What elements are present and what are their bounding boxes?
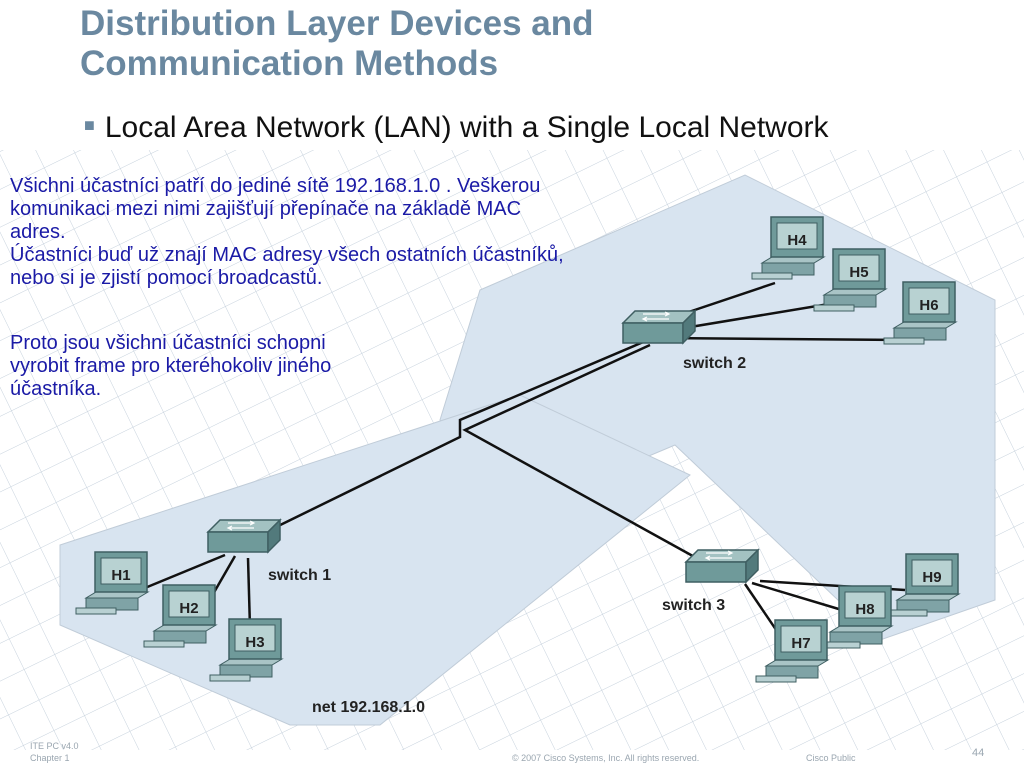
explanation-paragraph-1: Všichni účastníci patří do jediné sítě 1…: [10, 175, 730, 290]
switch-3-label: switch 3: [662, 597, 725, 614]
note-line-5: nebo si je zjistí pomocí broadcastů.: [10, 267, 323, 289]
title-line-1: Distribution Layer Devices and: [80, 4, 594, 43]
switch-2-label: switch 2: [683, 355, 746, 372]
page-number: 44: [972, 747, 985, 759]
host-h6: H6: [883, 281, 957, 345]
footer-classification: Cisco Public: [806, 753, 856, 763]
note2-line-1: Proto jsou všichni účastníci schopni: [10, 332, 326, 354]
host-h2-label: H2: [179, 600, 198, 617]
note2-line-3: účastníka.: [10, 378, 102, 400]
square-bullet-icon: ■: [84, 114, 95, 135]
bullet-point: ■ Local Area Network (LAN) with a Single …: [84, 111, 829, 145]
cable-s1-h3: [246, 557, 252, 629]
net-label: net 192.168.1.0: [312, 699, 425, 716]
footer-course: ITE PC v4.0: [30, 741, 79, 751]
footer-chapter: Chapter 1: [30, 753, 70, 763]
note-line-1: Všichni účastníci patří do jediné sítě 1…: [10, 175, 541, 197]
note-line-4: Účastníci buď už znají MAC adresy všech …: [10, 244, 564, 266]
switch-2: switch 2: [622, 310, 746, 372]
bullet-text: Local Area Network (LAN) with a Single L…: [104, 111, 829, 144]
host-h1: H1: [75, 551, 149, 615]
host-h3-label: H3: [245, 634, 264, 651]
cable-s2-s3: [462, 343, 701, 562]
host-h9-label: H9: [922, 569, 941, 586]
cable-s1-s2: [269, 338, 649, 532]
host-h3: H3: [209, 618, 283, 682]
switch-1: switch 1: [207, 519, 331, 584]
switch-1-icon: [207, 519, 281, 553]
note-line-2: komunikaci mezi nimi zajišťují přepínače…: [10, 198, 522, 220]
switch-3: switch 3: [662, 549, 759, 614]
host-h9: H9: [886, 553, 960, 617]
host-h4-label: H4: [787, 232, 807, 249]
explanation-paragraph-2: Proto jsou všichni účastníci schopni vyr…: [10, 332, 450, 401]
cable-s1-h1: [139, 553, 226, 592]
note-line-3: adres.: [10, 221, 66, 243]
host-h4: H4: [751, 216, 825, 280]
host-h5: H5: [813, 248, 887, 312]
switch-3-icon: [685, 549, 759, 583]
host-h1-label: H1: [111, 567, 130, 584]
note2-line-2: vyrobit frame pro kteréhokoliv jiného: [10, 355, 332, 377]
cable-h6-s2: [659, 336, 906, 342]
host-h5-label: H5: [849, 264, 868, 281]
host-h8-label: H8: [855, 601, 874, 618]
switch-1-label: switch 1: [268, 567, 331, 584]
host-h7-label: H7: [791, 635, 810, 652]
host-h8: H8: [819, 585, 893, 649]
host-h7: H7: [755, 619, 829, 683]
title-line-2: Communication Methods: [80, 44, 499, 83]
switch-2-icon: [622, 310, 696, 344]
slide-title: Distribution Layer Devices and Communica…: [80, 4, 593, 84]
cable-s3-h8: [751, 581, 843, 612]
footer-copyright: © 2007 Cisco Systems, Inc. All rights re…: [512, 753, 700, 763]
host-h6-label: H6: [919, 297, 938, 314]
host-h2: H2: [143, 584, 217, 648]
